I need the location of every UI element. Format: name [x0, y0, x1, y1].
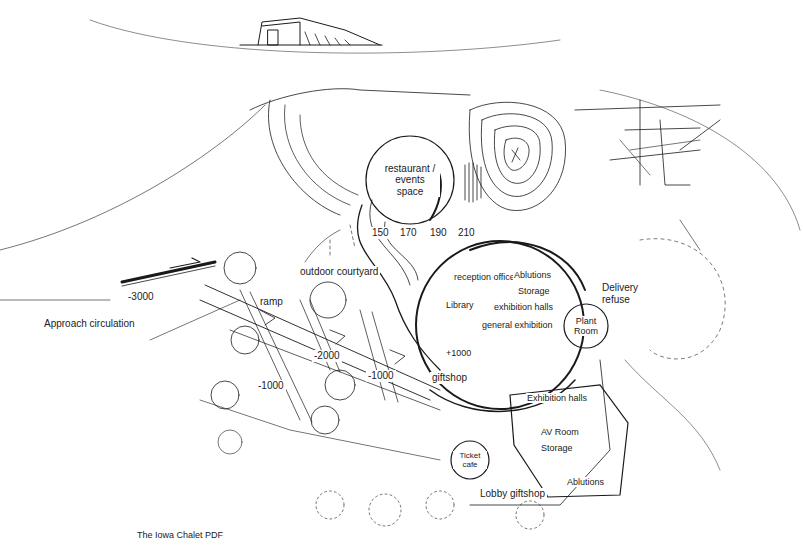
sketch-caption: The Iowa Chalet PDF — [135, 530, 225, 540]
room-label: Exhibition halls — [526, 393, 588, 403]
level-number: -1000 — [256, 380, 286, 392]
room-label: Storage — [517, 286, 551, 296]
site-note: outdoor courtyard — [298, 266, 380, 278]
room-label: restaurant / events space — [380, 163, 440, 198]
room-label: Ticket cafe — [453, 451, 487, 469]
level-number: -3000 — [126, 291, 156, 303]
level-number: 210 — [456, 227, 477, 239]
level-number: 170 — [398, 227, 419, 239]
room-label: AV Room — [540, 427, 580, 437]
room-label: Ablutions — [566, 477, 605, 487]
room-label: reception office — [453, 272, 516, 282]
level-number: 190 — [428, 227, 449, 239]
space-circle: reception officeAblutionsStorageLibrary e… — [415, 240, 585, 410]
room-label: Ablutions — [513, 270, 552, 280]
site-note: ramp — [258, 296, 285, 308]
site-note: Lobby giftshop — [478, 488, 547, 500]
level-number: -1000 — [366, 370, 396, 382]
room-label: Storage — [540, 443, 574, 453]
space-circle: restaurant / events space — [365, 135, 455, 225]
site-note: Approach circulation — [42, 318, 137, 330]
room-label: Library — [445, 300, 475, 310]
site-note: giftshop — [430, 372, 469, 384]
room-label: +1000 — [445, 348, 472, 358]
room-label: general exhibition — [481, 320, 554, 330]
site-note: Delivery refuse — [600, 282, 652, 305]
room-label: Plant Room — [567, 316, 605, 337]
level-number: -2000 — [312, 350, 342, 362]
room-label: exhibition halls — [493, 302, 554, 312]
space-circle: Ticket cafe — [450, 440, 490, 480]
space-zone: Exhibition halls AV RoomStorageAblutions — [508, 383, 630, 499]
space-circle: Plant Room — [563, 303, 609, 349]
level-number: 150 — [370, 227, 391, 239]
